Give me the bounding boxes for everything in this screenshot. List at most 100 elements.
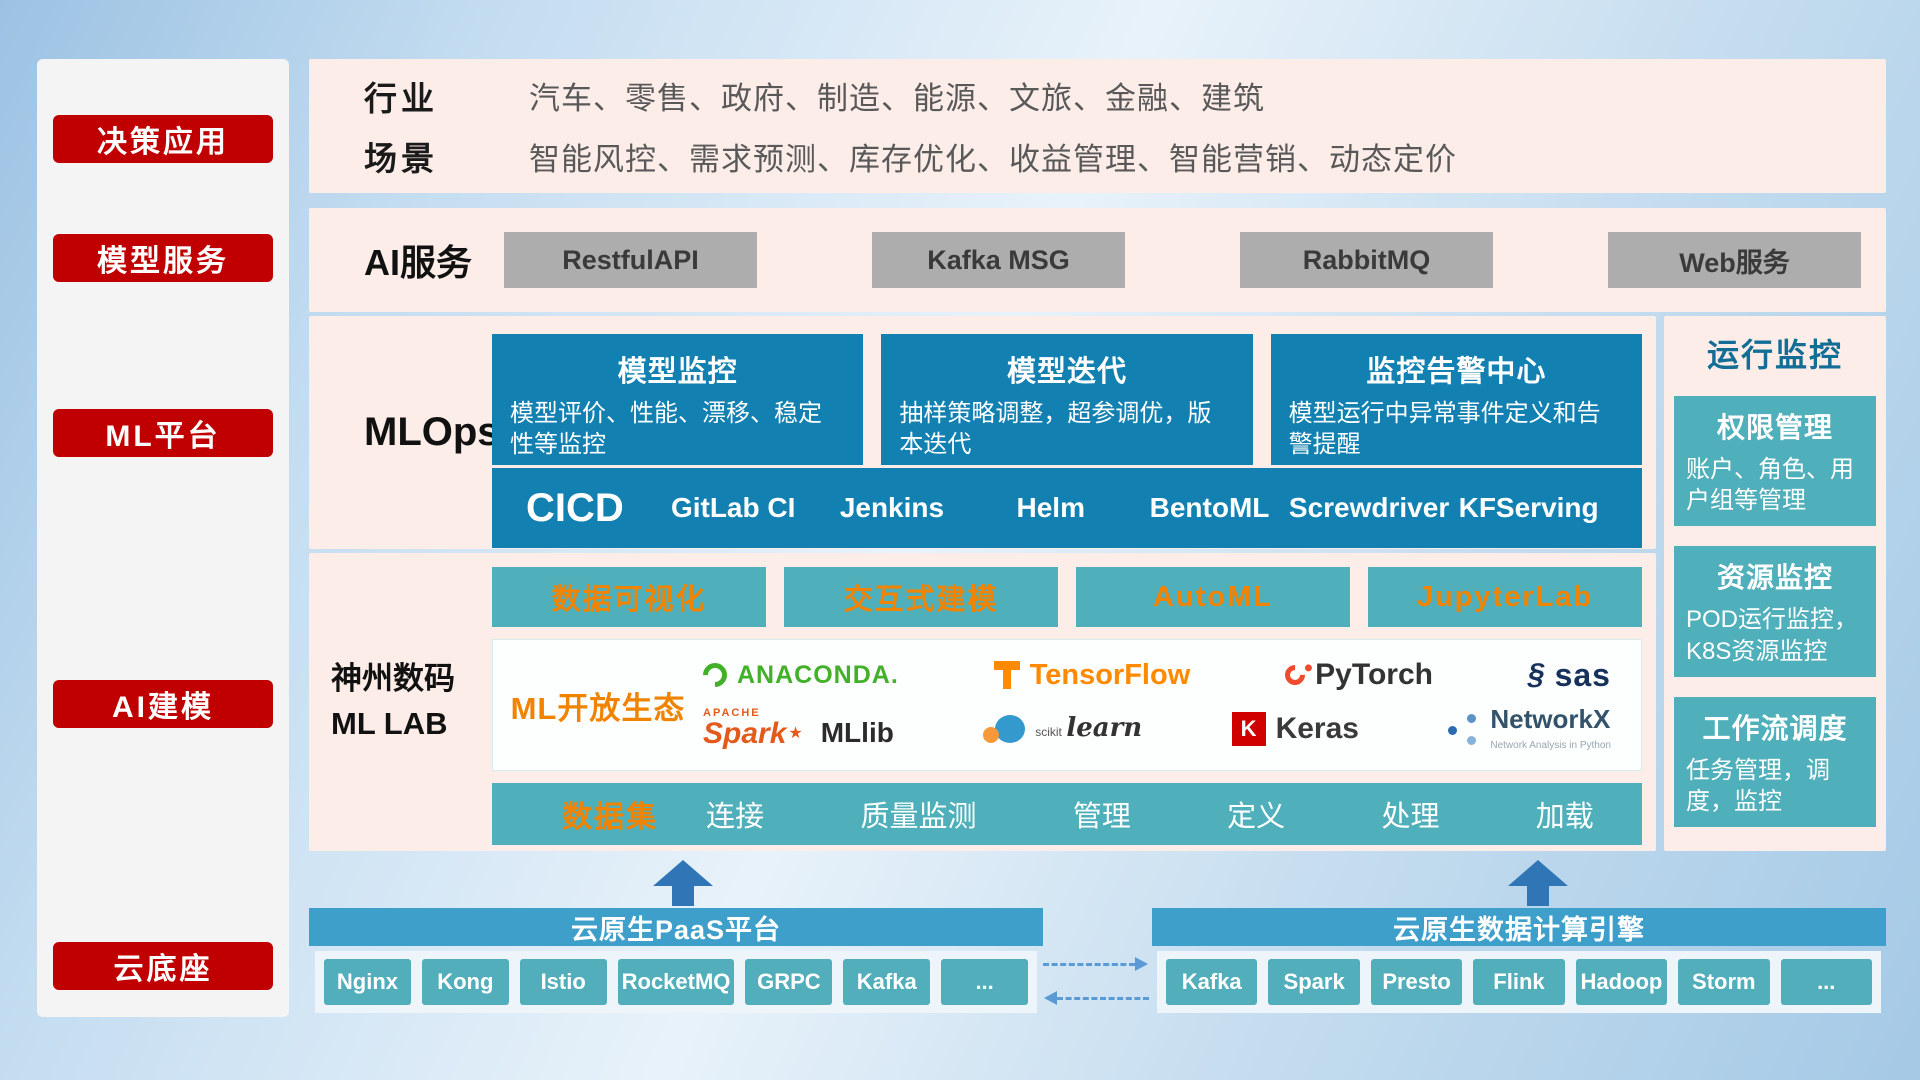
chip-presto: Presto (1370, 959, 1463, 1005)
card-desc: POD运行监控，K8S资源监控 (1686, 606, 1859, 665)
ml-lab-content: 数据可视化 交互式建模 AutoML JupyterLab ML开放生态 ANA… (492, 553, 1642, 851)
dataset-quality: 质量监测 (860, 801, 977, 833)
arrow-head (653, 860, 713, 886)
spark-mllib-logo: APACHE Spark★ MLlib (703, 708, 894, 749)
chip-more: ... (941, 959, 1029, 1005)
sas-logo: § sas (1525, 656, 1611, 694)
card-title: 工作流调度 (1702, 712, 1848, 744)
ai-services-panel: AI服务 RestfulAPI Kafka MSG RabbitMQ Web服务 (309, 208, 1886, 312)
pytorch-flame-icon (1281, 661, 1310, 690)
pytorch-logo: PyTorch (1281, 658, 1433, 692)
tool-jenkins: Jenkins (839, 492, 945, 523)
card-title: 模型迭代 (1006, 356, 1127, 388)
mlops-label: MLOps (364, 410, 500, 454)
arrow-stem (672, 886, 694, 906)
keras-wordmark: Keras (1275, 711, 1359, 745)
scenario-label: 场景 (364, 140, 438, 178)
arrow-head (1508, 860, 1568, 886)
left-layer-rail: 决策应用 模型服务 ML平台 AI建模 云底座 (37, 59, 289, 1017)
paas-components: Nginx Kong Istio RocketMQ GRPC Kafka ... (315, 951, 1037, 1013)
chip-kafka: Kafka (1166, 959, 1258, 1005)
card-desc: 抽样策略调整，超参调优，版本迭代 (899, 400, 1212, 459)
ai-services-buttons: RestfulAPI Kafka MSG RabbitMQ Web服务 (494, 232, 1886, 288)
chip-istio: Istio (519, 959, 607, 1005)
service-web: Web服务 (1608, 232, 1861, 288)
spark-name: Spark★ (703, 717, 803, 751)
service-restful-api: RestfulAPI (504, 232, 757, 288)
industry-label: 行业 (364, 79, 438, 117)
anaconda-ring-icon (698, 658, 732, 693)
dataset-load: 加载 (1535, 801, 1594, 833)
ml-open-ecosystem: ML开放生态 ANACONDA. TensorFlow (492, 639, 1642, 771)
tensorflow-icon (993, 661, 1020, 690)
layer-badge-ai-modeling: AI建模 (53, 680, 273, 728)
up-arrow-paas (653, 860, 713, 906)
dataset-process: 处理 (1381, 801, 1440, 833)
anaconda-logo: ANACONDA. (698, 658, 899, 693)
scikit-orange-circle (983, 726, 1000, 743)
scikit-learn-icon (983, 714, 1026, 743)
spark-apache-caption: APACHE (703, 707, 761, 720)
ml-lab-panel: 神州数码 ML LAB 数据可视化 交互式建模 AutoML JupyterLa… (309, 553, 1656, 851)
mlops-panel: MLOps 模型监控 模型评价、性能、漂移、稳定性等监控 模型迭代 抽样策略调整… (309, 316, 1656, 549)
tool-gitlab-ci: GitLab CI (670, 492, 796, 523)
tool-helm: Helm (1016, 492, 1085, 523)
chip-nginx: Nginx (324, 959, 411, 1005)
arrow-stem (1527, 886, 1549, 906)
ai-services-label: AI服务 (364, 242, 473, 283)
runtime-monitoring-panel: 运行监控 权限管理 账户、角色、用户组等管理 资源监控 POD运行监控，K8S资… (1664, 316, 1886, 851)
scenario-row: 场景 智能风控、需求预测、库存优化、收益管理、智能营销、动态定价 (364, 132, 1886, 180)
layer-badge-ml-platform: ML平台 (53, 409, 273, 457)
card-desc: 模型评价、性能、漂移、稳定性等监控 (510, 400, 822, 459)
chip-hadoop: Hadoop (1575, 959, 1668, 1005)
dataset-capabilities: 连接 质量监测 管理 定义 处理 加载 (658, 793, 1642, 835)
scikit-caption: scikit (1035, 725, 1062, 740)
card-resource-monitoring: 资源监控 POD运行监控，K8S资源监控 (1674, 546, 1876, 677)
chip-flink: Flink (1473, 959, 1565, 1005)
networkx-logo: NetworkX Network Analysis in Python (1448, 703, 1611, 753)
industry-scenario-panel: 行业 汽车、零售、政府、制造、能源、文旅、金融、建筑 场景 智能风控、需求预测、… (309, 59, 1886, 193)
sas-swirl-icon: § (1525, 658, 1548, 692)
layer-badge-model-services: 模型服务 (53, 234, 273, 282)
card-model-iteration: 模型迭代 抽样策略调整，超参调优，版本迭代 (881, 334, 1253, 465)
keras-logo: K Keras (1231, 711, 1359, 746)
networkx-name: NetworkX (1490, 703, 1611, 734)
tool-data-visualization: 数据可视化 (492, 567, 766, 627)
chip-spark: Spark (1268, 959, 1360, 1005)
card-desc: 模型运行中异常事件定义和告警提醒 (1288, 400, 1601, 459)
tool-kfserving: KFServing (1458, 492, 1599, 523)
ml-lab-label-line1: 神州数码 (331, 661, 455, 697)
dashed-arrow-left (1057, 997, 1149, 1000)
keras-k-icon: K (1231, 711, 1266, 746)
engine-components: Kafka Spark Presto Flink Hadoop Storm ..… (1157, 951, 1881, 1013)
sas-wordmark: sas (1554, 656, 1611, 693)
card-alert-center: 监控告警中心 模型运行中异常事件定义和告警提醒 (1270, 334, 1642, 465)
card-desc: 任务管理，调度，监控 (1686, 756, 1830, 815)
anaconda-wordmark: ANACONDA. (737, 660, 899, 689)
scikit-blue-circle (995, 714, 1026, 743)
networkx-wordmark: NetworkX Network Analysis in Python (1490, 703, 1611, 753)
chip-kong: Kong (421, 959, 509, 1005)
dataset-define: 定义 (1227, 801, 1286, 833)
dataset-label: 数据集 (562, 801, 658, 834)
service-kafka-msg: Kafka MSG (872, 232, 1125, 288)
chip-storm: Storm (1678, 959, 1770, 1005)
logo-row-2: APACHE Spark★ MLlib scikit (703, 703, 1611, 753)
industry-list: 汽车、零售、政府、制造、能源、文旅、金融、建筑 (529, 81, 1265, 117)
card-title: 模型监控 (617, 356, 738, 388)
up-arrow-engine (1508, 860, 1568, 906)
scikit-learn-wordmark: scikit learn (1035, 715, 1142, 742)
mllib-wordmark: MLlib (820, 717, 894, 749)
service-rabbitmq: RabbitMQ (1240, 232, 1493, 288)
runtime-monitoring-title: 运行监控 (1706, 337, 1843, 373)
tool-automl: AutoML (1076, 567, 1350, 627)
chip-more: ... (1780, 959, 1872, 1005)
ml-lab-tools: 数据可视化 交互式建模 AutoML JupyterLab (492, 567, 1642, 627)
card-permission-management: 权限管理 账户、角色、用户组等管理 (1674, 396, 1876, 527)
tensorflow-logo: TensorFlow (993, 659, 1190, 692)
ecosystem-label: ML开放生态 (510, 690, 686, 726)
scenario-list: 智能风控、需求预测、库存优化、收益管理、智能营销、动态定价 (529, 141, 1457, 177)
card-workflow-scheduling: 工作流调度 任务管理，调度，监控 (1674, 696, 1876, 828)
networkx-caption: Network Analysis in Python (1490, 739, 1611, 751)
paas-platform-bar: 云原生PaaS平台 (309, 908, 1043, 946)
